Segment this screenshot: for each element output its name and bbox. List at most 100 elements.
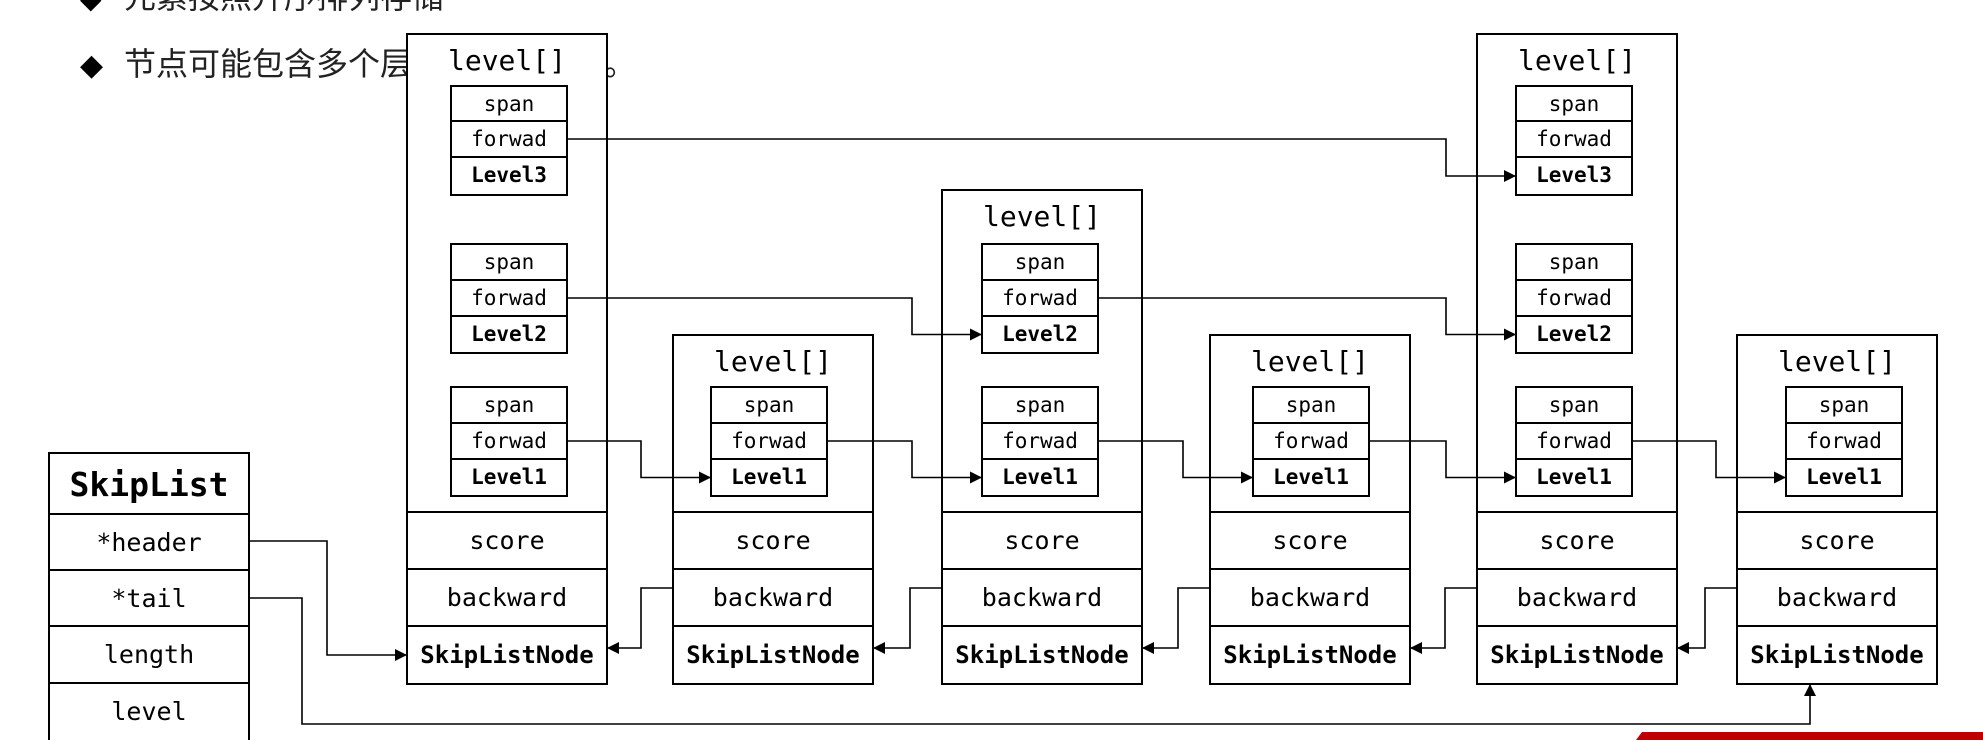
level-name-label: Level1 <box>471 465 547 489</box>
span-label: span <box>1549 250 1600 274</box>
forward-cell <box>450 279 568 317</box>
backward-pointer <box>1410 587 1477 654</box>
level-array-label: level[] <box>448 44 566 77</box>
skiplist-node-node3: level[]scorebackwardSkipListNodespanforw… <box>1209 334 1411 685</box>
forward-cell <box>450 422 568 460</box>
level-name-label: Level2 <box>1536 322 1612 346</box>
skiplist-title: SkipList <box>70 465 229 504</box>
forward-label: forwad <box>1002 286 1078 310</box>
span-label: span <box>1286 393 1337 417</box>
span-cell <box>710 386 828 424</box>
forward-pointer-level1 <box>1632 440 1786 484</box>
level-name-cell <box>1515 156 1633 196</box>
skiplistnode-label: SkipListNode <box>1490 641 1663 669</box>
score-field: score <box>1799 526 1874 555</box>
forward-label: forwad <box>471 127 547 151</box>
skiplist-field-length: length <box>104 640 194 669</box>
level-name-label: Level3 <box>1536 163 1612 187</box>
span-cell <box>1515 243 1633 281</box>
forward-cell <box>1515 120 1633 158</box>
span-cell <box>981 386 1099 424</box>
skiplist-field-header: *header <box>96 528 201 557</box>
header-pointer <box>249 540 407 661</box>
forward-cell <box>1515 422 1633 460</box>
span-cell <box>450 85 568 122</box>
span-cell <box>1515 386 1633 424</box>
score-field: score <box>735 526 810 555</box>
forward-label: forwad <box>1273 429 1349 453</box>
forward-label: forwad <box>471 286 547 310</box>
span-cell <box>1515 85 1633 122</box>
bullet-2-marker: ◆ <box>80 48 103 83</box>
backward-field: backward <box>1517 583 1637 612</box>
forward-pointer-level1 <box>827 440 982 484</box>
span-cell <box>1785 386 1903 424</box>
level-name-label: Level1 <box>731 465 807 489</box>
level-name-label: Level2 <box>1002 322 1078 346</box>
skiplist-node-node5: level[]scorebackwardSkipListNodespanforw… <box>1736 334 1938 685</box>
level-array-label: level[] <box>1518 44 1636 77</box>
span-label: span <box>744 393 795 417</box>
tail-pointer <box>249 597 1816 725</box>
level-name-label: Level1 <box>1002 465 1078 489</box>
forward-label: forwad <box>1536 127 1612 151</box>
level-name-cell <box>450 315 568 354</box>
forward-label: forwad <box>1536 286 1612 310</box>
span-label: span <box>1549 92 1600 116</box>
level-name-label: Level2 <box>471 322 547 346</box>
skiplistnode-label: SkipListNode <box>686 641 859 669</box>
level-name-label: Level1 <box>1536 465 1612 489</box>
span-cell <box>981 243 1099 281</box>
skiplistnode-label: SkipListNode <box>1223 641 1396 669</box>
links-layer <box>249 138 1816 725</box>
forward-label: forwad <box>1536 429 1612 453</box>
backward-pointer <box>1677 587 1737 654</box>
level-name-label: Level1 <box>1806 465 1882 489</box>
level-name-cell <box>1515 315 1633 354</box>
score-field: score <box>1272 526 1347 555</box>
level-name-cell <box>981 458 1099 497</box>
forward-pointer-level2 <box>1098 297 1516 341</box>
forward-pointer-level3 <box>567 138 1516 182</box>
score-field: score <box>1539 526 1614 555</box>
backward-field: backward <box>982 583 1102 612</box>
level-name-cell <box>710 458 828 497</box>
forward-cell <box>1515 279 1633 317</box>
span-label: span <box>1549 393 1600 417</box>
backward-field: backward <box>1777 583 1897 612</box>
skiplist-node-node2: level[]scorebackwardSkipListNodespanforw… <box>941 189 1143 685</box>
span-label: span <box>484 250 535 274</box>
span-cell <box>450 386 568 424</box>
skiplist-frame <box>48 452 250 740</box>
skiplist-node-node1: level[]scorebackwardSkipListNodespanforw… <box>672 334 874 685</box>
level-name-label: Level3 <box>471 163 547 187</box>
skiplist-node-header: level[]scorebackwardSkipListNodespanforw… <box>406 33 608 685</box>
span-label: span <box>1015 393 1066 417</box>
forward-pointer-level2 <box>567 297 982 341</box>
span-label: span <box>484 92 535 116</box>
forward-pointer-level1 <box>567 440 711 484</box>
level-array-label: level[] <box>1778 345 1896 378</box>
forward-pointer-level1 <box>1098 440 1253 484</box>
forward-label: forwad <box>471 429 547 453</box>
span-cell <box>450 243 568 281</box>
backward-pointer <box>1142 587 1210 654</box>
bullet-1-marker: ◆ <box>80 0 102 15</box>
level-name-cell <box>450 156 568 196</box>
skiplist-field-tail: *tail <box>111 584 186 613</box>
bullet-1-text: 元素按照升序排列存储 <box>124 0 444 16</box>
skiplistnode-label: SkipListNode <box>420 641 593 669</box>
score-field: score <box>1004 526 1079 555</box>
forward-pointer-level1 <box>1369 440 1516 484</box>
span-label: span <box>484 393 535 417</box>
